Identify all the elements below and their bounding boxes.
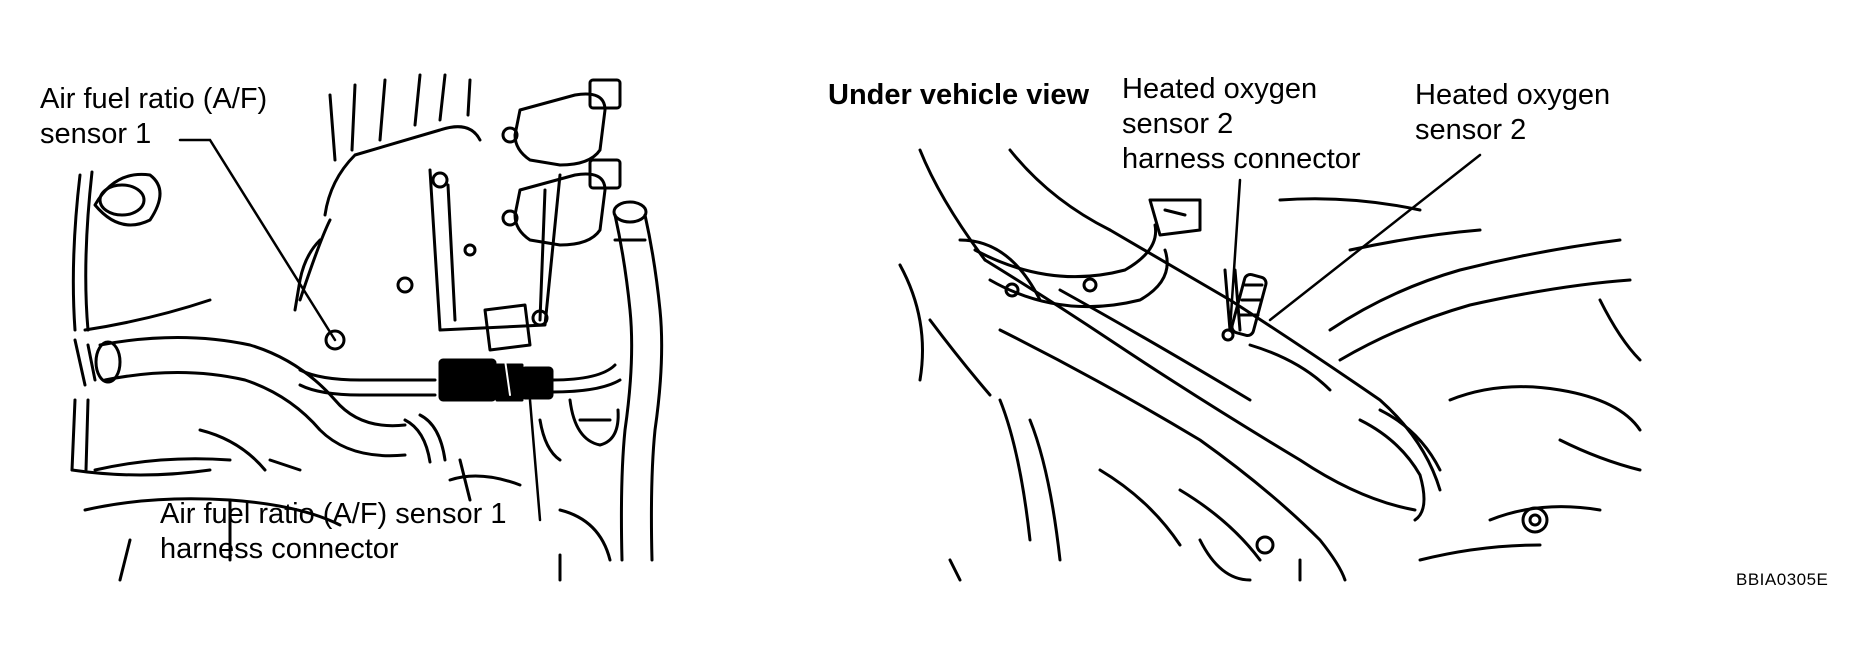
left-leader-lines bbox=[178, 138, 542, 522]
af-sensor-label: Air fuel ratio (A/F) sensor 1 bbox=[40, 82, 267, 152]
af-connector-leader-line bbox=[528, 398, 542, 522]
ho2-sensor-label: Heated oxygen sensor 2 bbox=[1415, 78, 1610, 148]
engine-bay-illustration bbox=[70, 73, 664, 582]
af-connector-label-line-1: Air fuel ratio (A/F) sensor 1 bbox=[160, 498, 507, 530]
ho2-connector-label-line-2: sensor 2 bbox=[1122, 108, 1234, 140]
af-sensor-label-line-1: Air fuel ratio (A/F) bbox=[40, 83, 268, 115]
ho2-connector-label-line-1: Heated oxygen bbox=[1122, 73, 1318, 105]
ho2-sensor-label-line-2: sensor 2 bbox=[1415, 114, 1527, 146]
ho2-sensor-label-line-1: Heated oxygen bbox=[1415, 79, 1611, 111]
af-sensor-leader-line bbox=[178, 138, 337, 342]
view-title: Under vehicle view bbox=[828, 79, 1090, 111]
figure-code: BBIA0305E bbox=[1736, 570, 1829, 589]
ho2-connector-leader-line bbox=[1228, 178, 1242, 332]
ho2-sensor-leader-line bbox=[1268, 153, 1482, 322]
af-sensor-label-line-2: sensor 1 bbox=[40, 118, 152, 150]
ho2-connector-label: Heated oxygen sensor 2 harness connector bbox=[1122, 72, 1361, 177]
ho2-connector-label-line-3: harness connector bbox=[1122, 143, 1361, 175]
af-connector-label-line-2: harness connector bbox=[160, 533, 399, 565]
af-connector-label: Air fuel ratio (A/F) sensor 1 harness co… bbox=[160, 497, 507, 567]
